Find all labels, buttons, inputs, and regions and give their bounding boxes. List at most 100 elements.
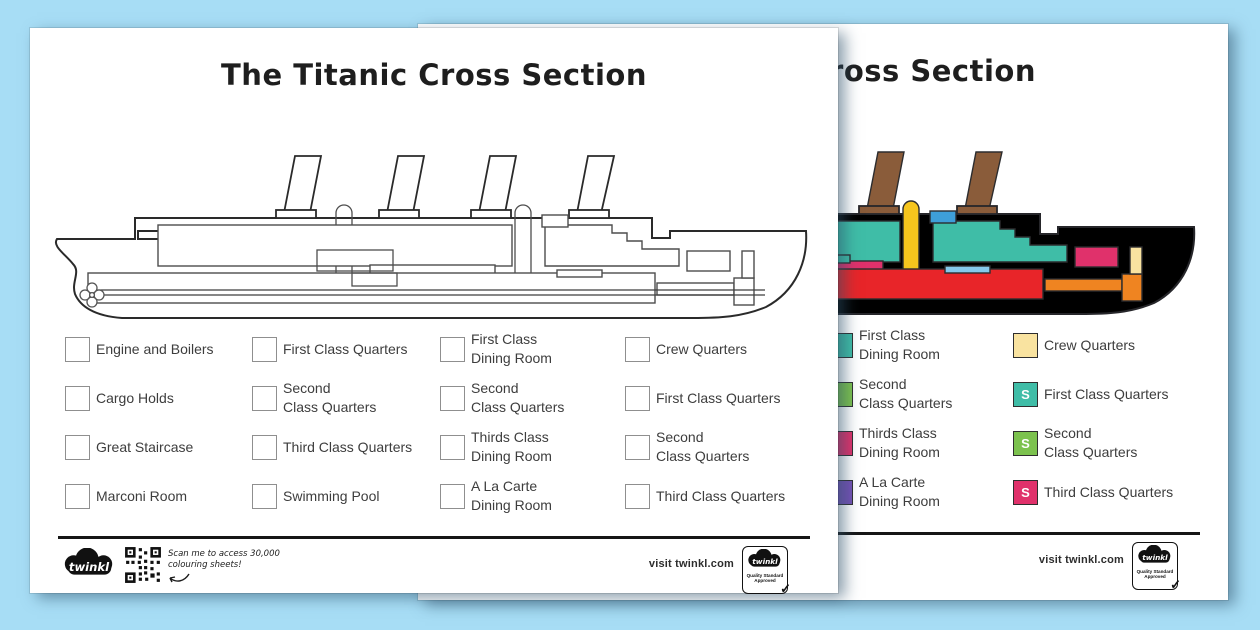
colour-checkbox [625,336,650,362]
page-title: The Titanic Cross Section [221,58,647,92]
ship-first-class-dining-right [544,224,680,267]
legend-item: S First Class Quarters [1013,379,1168,409]
swatch-letter: S [1021,484,1030,500]
badge-text: Quality Standard [746,573,784,578]
colour-checkbox [440,336,465,362]
legend-item: S Third Class Quarters [1013,477,1173,507]
legend-item-label: First Class Quarters [656,389,781,406]
legend-item-label: Swimming Pool [283,487,380,504]
twinkl-logo-icon: twinkl [1138,544,1171,563]
colour-swatch: S [1013,479,1038,505]
colour-checkbox [440,483,465,509]
colour-checkbox [65,483,90,509]
ship-crew-quarters [741,250,755,279]
ship-thirds-class-dining [1074,246,1119,268]
legend-item: Great Staircase [65,432,193,462]
checkmark-icon: ✓ [780,581,791,596]
ship-cargo-shaft [656,282,735,296]
colour-checkbox [252,336,277,362]
colour-swatch: S [1013,381,1038,407]
badge-text: Quality Standard [1136,569,1174,574]
ship-marconi-room [541,214,569,228]
legend-item-label: Crew Quarters [1044,336,1136,353]
legend-item-label: Third Class Quarters [283,438,413,455]
legend-item: Crew Quarters [1013,330,1135,360]
colour-swatch [1013,332,1038,358]
colour-checkbox [440,385,465,411]
svg-text:twinkl: twinkl [752,557,778,566]
arrow-doodle-icon [169,573,190,583]
swatch-letter: S [1021,386,1030,402]
legend-item: Engine and Boilers [65,334,214,364]
scan-note: Scan me to access 30,000 colouring sheet… [168,549,280,570]
colour-checkbox [65,336,90,362]
ship-cargo-hold [1121,273,1143,302]
colour-checkbox [252,434,277,460]
legend-item: First Class Quarters [625,383,780,413]
ship-crew-quarters [1129,246,1143,275]
legend-item: Third Class Quarters [252,432,412,462]
legend-item-label: First Class Quarters [1044,385,1169,402]
ship-diagram-outline [54,155,808,319]
qr-code [124,546,162,584]
legend-item-label: Third Class Quarters [656,487,786,504]
legend-item-label: Engine and Boilers [96,340,214,357]
ship-cargo-hold [733,277,755,306]
legend-item-label: Great Staircase [96,438,194,455]
colour-checkbox [440,434,465,460]
twinkl-logo: twinkl [64,548,113,575]
quality-badge: twinkl Quality Standard Approved ✓ [742,546,791,596]
worksheet-page-outline: The Titanic Cross Section [30,28,840,596]
twinkl-logo-icon: twinkl [748,548,781,567]
colour-checkbox [252,483,277,509]
colour-checkbox [65,385,90,411]
ship-swimming-pool [556,269,603,278]
ship-thirds-class-dining [686,250,731,272]
ship-great-staircase [902,200,920,280]
ship-swimming-pool [944,265,991,274]
legend-item-label: Crew Quarters [656,340,748,357]
ship-marconi-room [929,210,957,224]
legend-item-label: Third Class Quarters [1044,483,1174,500]
legend-item-label: First Class Quarters [283,340,408,357]
legend-item: Swimming Pool [252,481,379,511]
ship-first-class-dining-left [157,224,513,267]
legend-item-label: Cargo Holds [96,389,174,406]
footer-divider [58,536,810,539]
quality-badge: twinkl Quality Standard Approved ✓ [1132,542,1181,592]
colour-checkbox [252,385,277,411]
titanic-cross-section-outline [30,123,840,323]
legend-item: Marconi Room [65,481,187,511]
svg-text:twinkl: twinkl [69,560,110,574]
page-footer: twinkl [58,546,812,598]
legend-item: Crew Quarters [625,334,747,364]
colour-checkbox [625,434,650,460]
colour-checkbox [625,385,650,411]
page-footer: visit twinkl.com twinkl Quality Standard… [446,542,1202,594]
badge-text: Approved [1144,574,1166,579]
colour-checkbox [65,434,90,460]
colour-checkbox [625,483,650,509]
badge-text: Approved [754,578,776,583]
